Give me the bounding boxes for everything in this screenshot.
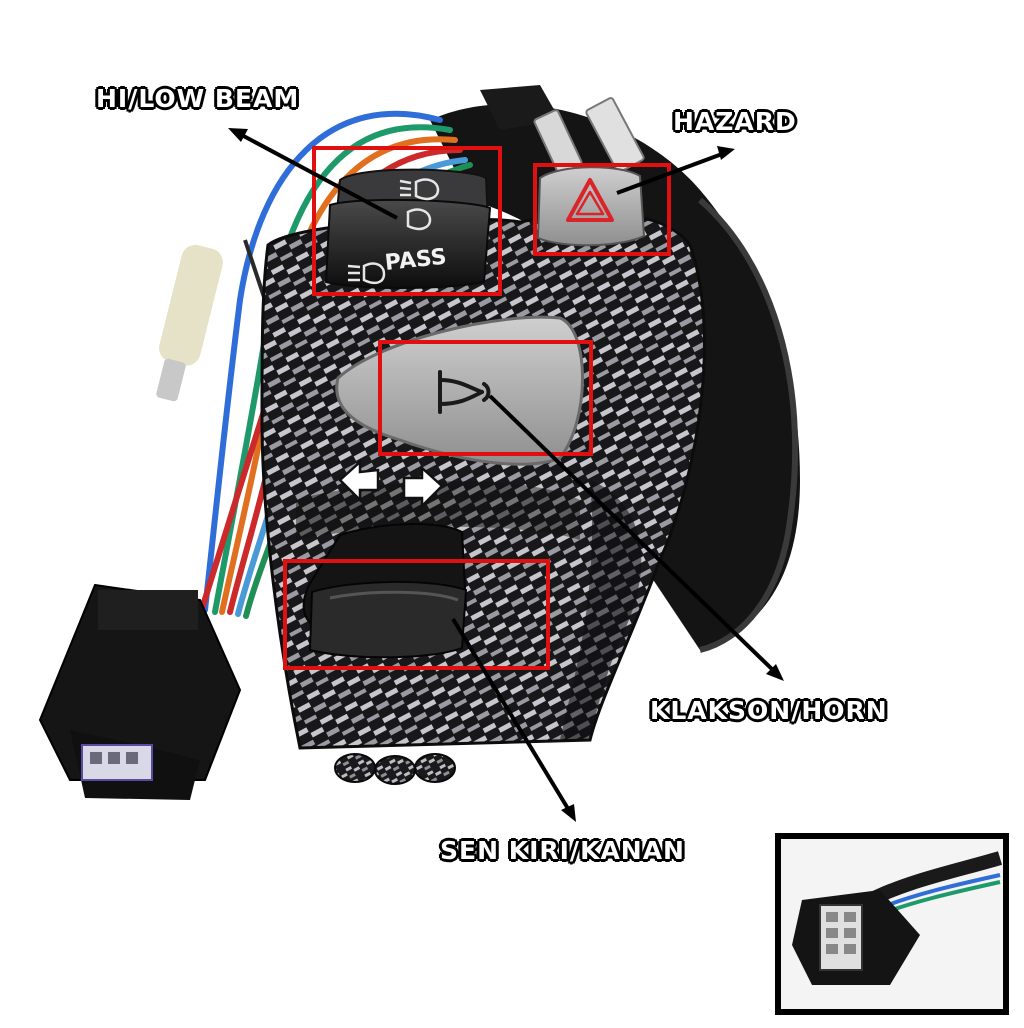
headlight-low-icon (406, 208, 432, 231)
hazard-triangle-icon (566, 178, 614, 222)
highlight-box-hi-low-beam (312, 146, 502, 296)
inset-photo (775, 833, 1009, 1015)
multipin-connector (38, 583, 242, 800)
highlight-box-hazard (533, 163, 671, 256)
turn-right-arrow-icon (402, 465, 444, 510)
hi-low-beam-button (324, 168, 492, 289)
arrow-turn-signal (451, 617, 572, 814)
label-horn: KLAKSON/HORN (650, 696, 888, 725)
turn-left-arrow-icon (338, 459, 380, 504)
label-hi-low-beam: HI/LOW BEAM (96, 84, 300, 113)
arrow-horn (488, 394, 778, 675)
highlight-box-turn-signal (283, 559, 550, 670)
horn-icon (438, 370, 491, 414)
label-turn-signal: SEN KIRI/KANAN (440, 836, 685, 865)
hazard-button (536, 166, 646, 247)
highlight-box-horn (378, 340, 593, 456)
arrow-hazard (616, 152, 723, 195)
arrow-hi-low-beam (237, 131, 398, 220)
label-hazard: HAZARD (673, 107, 797, 136)
turn-signal-switch (302, 523, 468, 659)
highlight-boxes (283, 146, 671, 670)
switch-housing (260, 211, 706, 785)
headlight-high-icon (399, 178, 440, 201)
headlight-pass-icon (347, 262, 386, 285)
pointer-arrows (228, 128, 784, 822)
